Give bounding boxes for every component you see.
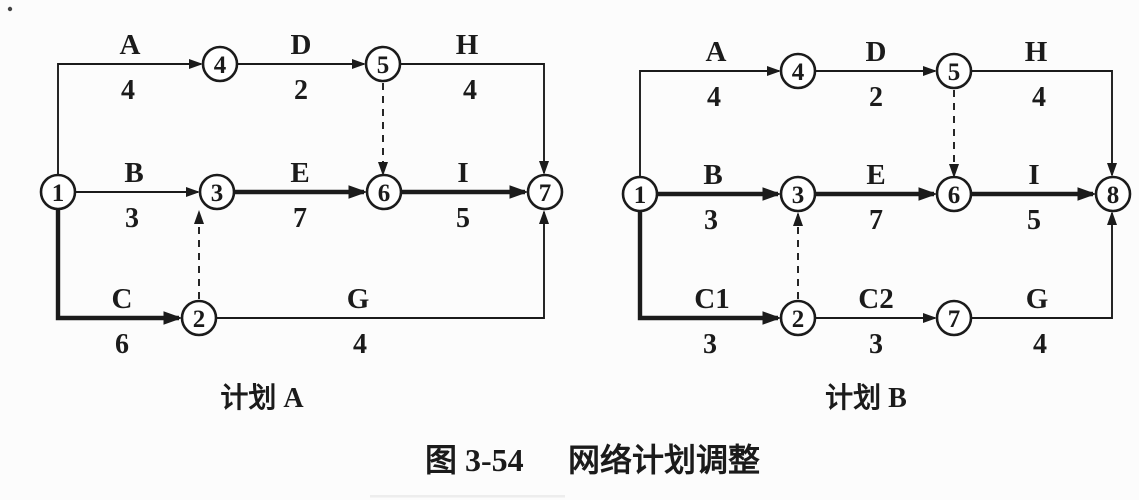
- plan-a-edge-E-name: E: [290, 157, 309, 189]
- plan-b-node-5: 5: [935, 52, 973, 90]
- svg-text:5: 5: [948, 59, 961, 86]
- svg-text:4: 4: [214, 52, 227, 79]
- plan-a-diagram: A 4 D 2 H 4 B 3 E 7 I 5 C 6 G 4 1 4 5 3 …: [39, 29, 564, 414]
- plan-a-edge-C-name: C: [112, 283, 133, 315]
- plan-a-edge-C-duration: 6: [115, 329, 129, 360]
- figure-caption-number: 图 3-54: [425, 442, 524, 478]
- plan-a-edge-G: [216, 210, 549, 319]
- plan-b-edge-H-duration: 4: [1032, 82, 1046, 113]
- plan-a-node-2: 2: [180, 299, 218, 337]
- plan-a-edge-D-name: D: [291, 29, 312, 61]
- plan-b-node-6: 6: [935, 175, 973, 213]
- plan-b-node-1: 1: [621, 175, 659, 213]
- plan-b-edge-E-duration: 7: [869, 205, 883, 236]
- plan-a-edge-A: [57, 59, 203, 174]
- svg-text:3: 3: [792, 182, 805, 209]
- plan-a-edge-I-duration: 5: [456, 203, 470, 234]
- plan-b-edge-C1-name: C1: [694, 283, 729, 315]
- plan-a-edge-H: [400, 63, 549, 175]
- svg-text:4: 4: [792, 59, 805, 86]
- plan-a-node-7: 7: [526, 173, 564, 211]
- plan-b-edge-I-duration: 5: [1027, 205, 1041, 236]
- plan-a-node-4: 4: [201, 45, 239, 83]
- plan-a-edge-B-name: B: [124, 157, 143, 189]
- svg-text:1: 1: [52, 180, 65, 207]
- plan-a-edge-H-name: H: [456, 29, 479, 61]
- plan-b-edge-B-name: B: [703, 159, 722, 191]
- plan-b-edge-D-duration: 2: [869, 82, 883, 113]
- plan-b-edge-I-name: I: [1028, 159, 1039, 191]
- plan-a-edge-A-name: A: [120, 29, 141, 61]
- svg-text:8: 8: [1107, 182, 1120, 209]
- plan-b-edge-G: [971, 211, 1117, 319]
- plan-b-edge-A-duration: 4: [707, 82, 721, 113]
- plan-b-node-8: 8: [1094, 175, 1132, 213]
- svg-text:2: 2: [193, 306, 206, 333]
- plan-a-edge-D-duration: 2: [294, 75, 308, 106]
- plan-b-edge-A: [639, 66, 781, 176]
- plan-a-edge-C: [55, 210, 183, 325]
- plan-b-edge-H-name: H: [1025, 36, 1048, 68]
- plan-b-node-2: 2: [779, 299, 817, 337]
- plan-b-edge-C2-name: C2: [858, 283, 893, 315]
- plan-a-edge-I-name: I: [457, 157, 468, 189]
- plan-a-edge-G-duration: 4: [353, 329, 367, 360]
- svg-text:7: 7: [948, 306, 961, 333]
- plan-a-edge-A-duration: 4: [121, 75, 135, 106]
- plan-a-edge-G-name: G: [347, 283, 370, 315]
- plan-b-edge-G-duration: 4: [1033, 329, 1047, 360]
- scan-smudge: [370, 495, 565, 498]
- figure-caption: 图 3-54 网络计划调整: [425, 442, 760, 478]
- svg-text:7: 7: [539, 180, 552, 207]
- plan-b-node-7: 7: [935, 299, 973, 337]
- plan-b-node-4: 4: [779, 52, 817, 90]
- plan-b-title: 计划 B: [825, 382, 907, 414]
- svg-text:5: 5: [377, 52, 390, 79]
- plan-b-node-3: 3: [779, 175, 817, 213]
- plan-a-node-5: 5: [364, 45, 402, 83]
- svg-text:2: 2: [792, 306, 805, 333]
- plan-b-edge-G-name: G: [1026, 283, 1049, 315]
- figure-caption-title: 网络计划调整: [568, 442, 760, 478]
- plan-a-node-1: 1: [39, 173, 77, 211]
- plan-b-edge-B-duration: 3: [704, 205, 718, 236]
- svg-text:3: 3: [211, 180, 224, 207]
- plan-a-node-3: 3: [198, 173, 236, 211]
- plan-a-edge-E-duration: 7: [293, 203, 307, 234]
- plan-b-edge-H: [971, 70, 1117, 177]
- svg-text:6: 6: [948, 182, 961, 209]
- plan-b-diagram: A 4 D 2 H 4 B 3 E 7 I 5 C1 3 C2 3 G 4 1 …: [621, 36, 1132, 414]
- plan-b-edge-D-name: D: [866, 36, 887, 68]
- svg-text:6: 6: [378, 180, 391, 207]
- plan-a-edge-B-duration: 3: [125, 203, 139, 234]
- plan-a-title: 计划 A: [220, 382, 304, 414]
- plan-a-edge-H-duration: 4: [463, 75, 477, 106]
- svg-text:1: 1: [634, 182, 647, 209]
- plan-b-edge-C1: [637, 212, 782, 325]
- plan-a-node-6: 6: [365, 173, 403, 211]
- scan-speck: [7, 6, 13, 12]
- plan-b-edge-C2-duration: 3: [869, 329, 883, 360]
- plan-b-edge-C1-duration: 3: [703, 329, 717, 360]
- plan-b-edge-A-name: A: [706, 36, 727, 68]
- plan-b-edge-E-name: E: [866, 159, 885, 191]
